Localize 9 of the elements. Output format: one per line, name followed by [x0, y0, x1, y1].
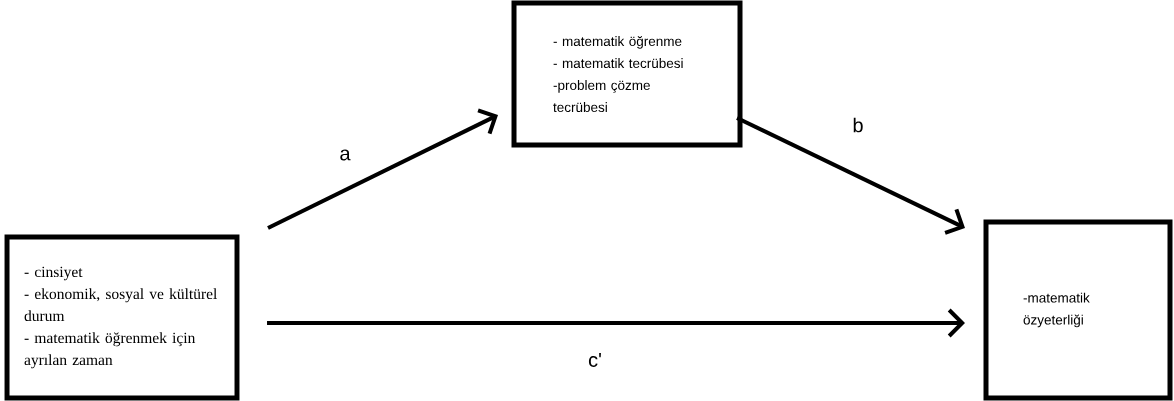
arrow [736, 116, 965, 235]
edge-label: a [338, 148, 352, 162]
text-box: -matematik özyeterliği [983, 219, 1173, 401]
edge-label: c' [587, 352, 603, 368]
edge-label: b [851, 116, 865, 134]
text-box: - matematik öğrenme - matematik tecrübesi -problem çözme tecrübesi [511, 0, 743, 148]
arrow [267, 108, 498, 230]
text-box: - cinsiyet - ekonomik, sosyal ve kültürel durum - matematik öğrenmek için ayrılan zaman [4, 234, 240, 401]
arrow [267, 308, 965, 338]
